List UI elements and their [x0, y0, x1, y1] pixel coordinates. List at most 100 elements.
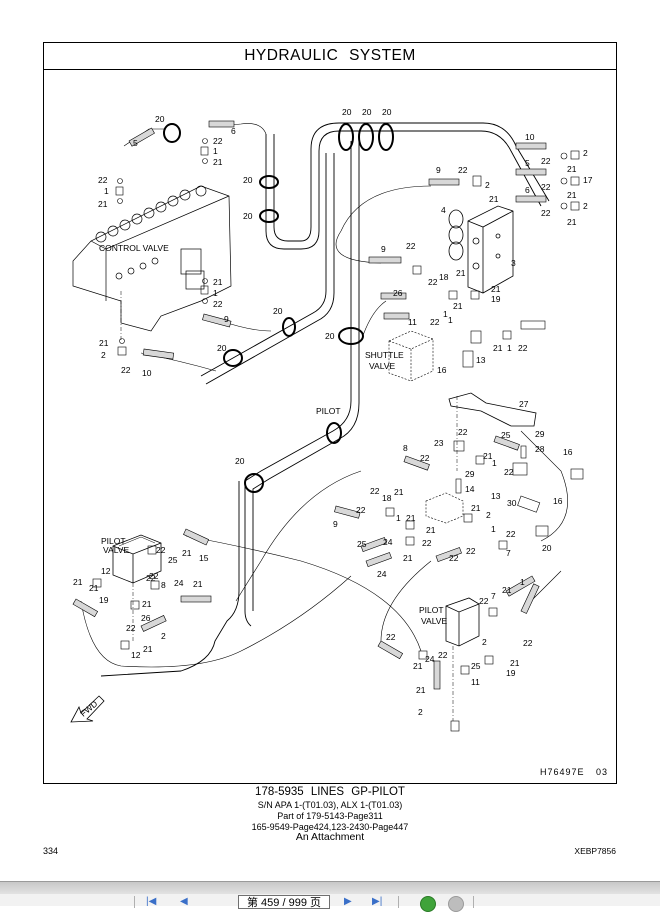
callout: 2 [583, 201, 588, 211]
callout: 22 [466, 546, 476, 556]
callout: PILOT [316, 406, 341, 416]
callout: 25 [357, 539, 367, 549]
pilot-valve-right-label-1: PILOT [419, 605, 444, 615]
callout: 17 [583, 175, 593, 185]
callout: 21 [73, 577, 83, 587]
callout: 1 [448, 315, 453, 325]
callout: 8 [403, 443, 408, 453]
callout: 23 [434, 438, 444, 448]
callout: 22 [458, 427, 468, 437]
callout: 22 [98, 175, 108, 185]
callout: 12 [131, 650, 141, 660]
tube-routes [100, 122, 550, 677]
callout: 25 [501, 430, 511, 440]
next-page-button[interactable]: ▶ [344, 896, 352, 907]
toolbar-separator [0, 881, 660, 895]
callout: 16 [553, 496, 563, 506]
hose-lines [80, 123, 568, 668]
callout: 21 [453, 301, 463, 311]
go-button[interactable] [420, 896, 436, 912]
callout: 22 [506, 529, 516, 539]
callout: 11 [471, 677, 480, 687]
callout: 4 [441, 205, 446, 215]
callout: 22 [541, 208, 551, 218]
callout: 21 [567, 217, 577, 227]
callout: 24 [383, 537, 393, 547]
callout: 29 [465, 469, 475, 479]
callout: 22 [428, 277, 438, 287]
callout: 22 [146, 573, 156, 583]
callout: 21 [471, 503, 481, 513]
callout: 9 [333, 519, 338, 529]
prev-page-button[interactable]: ◀ [180, 896, 188, 907]
callout: 22 [523, 638, 533, 648]
callout: 21 [89, 583, 99, 593]
callout: 19 [99, 595, 109, 605]
callout: 22 [149, 571, 159, 581]
callout: 11 [408, 317, 417, 327]
callout: 20 [155, 114, 165, 124]
callout: 10 [142, 368, 152, 378]
control-valve-label: CONTROL VALVE [99, 243, 169, 253]
callout: 19 [491, 294, 501, 304]
callout: 2 [583, 148, 588, 158]
callout: 26 [393, 288, 403, 298]
toolbar-divider [398, 896, 399, 908]
callout: 13 [476, 355, 486, 365]
callout: 21 [489, 194, 499, 204]
callout: 22 [449, 553, 459, 563]
callout: 22 [541, 182, 551, 192]
document-id: XEBP7856 [574, 846, 616, 856]
callout: 1 [396, 513, 401, 523]
callout: 22 [422, 538, 432, 548]
callout: 22 [541, 156, 551, 166]
callout: 16 [563, 447, 573, 457]
caption-refs: 165-9549-Page424,123-2430-Page447 [251, 821, 409, 832]
callout: 24 [425, 654, 435, 664]
fwd-label: FWD [78, 699, 99, 719]
last-page-button[interactable]: ▶| [372, 896, 383, 907]
callout: 1 [492, 458, 497, 468]
callout: 20 [217, 343, 227, 353]
callout: 8 [161, 580, 166, 590]
callout: 16 [437, 365, 447, 375]
callout: 21 [493, 343, 503, 353]
callout: 1 [213, 146, 218, 156]
center-valve-block [425, 492, 464, 524]
callout: 20 [325, 331, 335, 341]
callout: 18 [439, 272, 449, 282]
page-number: 334 [43, 846, 59, 856]
callout: 22 [213, 299, 223, 309]
callout: 21 [510, 658, 520, 668]
callout: 22 [121, 365, 131, 375]
callout: 21 [456, 268, 466, 278]
pilot-valve-left-label-1: PILOT [101, 536, 126, 546]
callout: 21 [406, 513, 416, 523]
toolbar-divider [473, 896, 474, 908]
callout: 2 [485, 180, 490, 190]
callout: 2 [418, 707, 423, 717]
shuttle-valve-label-1: SHUTTLE [365, 350, 404, 360]
stop-button[interactable] [448, 896, 464, 912]
callout: 9 [436, 165, 441, 175]
first-page-button[interactable]: |◀ [146, 896, 157, 907]
callout: 21 [567, 190, 577, 200]
callout: 22 [156, 545, 166, 555]
callout: 15 [199, 553, 209, 563]
callout: 2 [101, 350, 106, 360]
page-field[interactable]: 第 459 / 999 页 [238, 895, 330, 909]
callout: 21 [98, 199, 108, 209]
callout: 22 [406, 241, 416, 251]
caption-serial: S/N APA 1-(T01.03), ALX 1-(T01.03) [257, 799, 403, 810]
callout: 21 [426, 525, 436, 535]
callout: 2 [486, 510, 491, 520]
drawing-code: H76497E 03 [539, 767, 608, 777]
hose-fittings [72, 120, 547, 690]
callout: 20 [342, 107, 352, 117]
caption-attachment: An Attachment [295, 830, 365, 843]
callout: 21 [394, 487, 404, 497]
callout: 22 [126, 623, 136, 633]
callout: 12 [101, 566, 111, 576]
callout: 30 [507, 498, 517, 508]
callout: 21 [491, 284, 501, 294]
